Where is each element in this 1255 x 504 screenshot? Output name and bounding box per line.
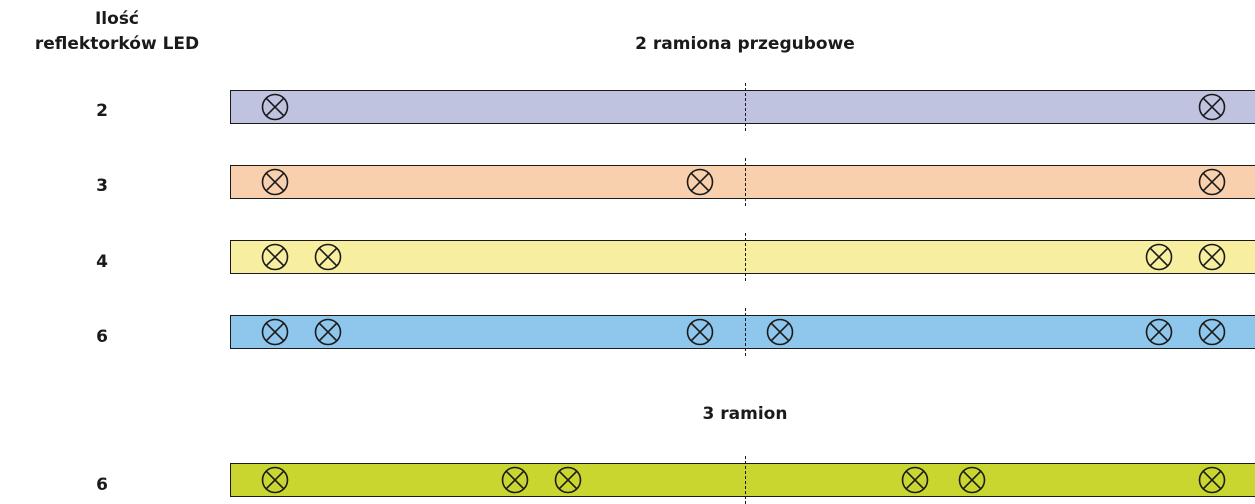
row-label-2: 3	[96, 176, 108, 196]
led-spotlight-icon	[554, 466, 582, 493]
led-spotlight-icon	[1198, 318, 1226, 345]
arm-bar-5	[230, 463, 1255, 497]
led-spotlight-icon	[1198, 93, 1226, 120]
arm-bar-3	[230, 240, 1255, 274]
led-spotlight-icon	[686, 168, 714, 195]
led-spotlight-icon	[261, 318, 289, 345]
arm-bar-4	[230, 315, 1255, 349]
led-spotlight-icon	[1145, 318, 1173, 345]
led-spotlight-icon	[958, 466, 986, 493]
led-spotlight-icon	[261, 93, 289, 120]
led-spotlight-icon	[261, 243, 289, 270]
section-title-3-arms: 3 ramion	[702, 404, 788, 424]
joint-divider-5	[745, 456, 746, 504]
row-label-5: 6	[96, 475, 108, 495]
joint-divider-4	[745, 308, 746, 356]
joint-divider-3	[745, 233, 746, 281]
led-spotlight-icon	[901, 466, 929, 493]
joint-divider-2	[745, 158, 746, 206]
section-title-2-arms: 2 ramiona przegubowe	[635, 34, 855, 54]
led-spotlight-icon	[1145, 243, 1173, 270]
joint-divider-1	[745, 83, 746, 131]
led-spotlight-icon	[261, 466, 289, 493]
led-spotlight-icon	[1198, 466, 1226, 493]
row-label-3: 4	[96, 252, 108, 272]
led-spotlight-icon	[1198, 243, 1226, 270]
led-spotlight-icon	[686, 318, 714, 345]
led-spotlight-icon	[314, 243, 342, 270]
led-spotlight-icon	[1198, 168, 1226, 195]
led-spotlight-icon	[261, 168, 289, 195]
led-spotlight-icon	[314, 318, 342, 345]
arm-bar-2	[230, 165, 1255, 199]
arm-bar-1	[230, 90, 1255, 124]
column-header-line2: reflektorków LED	[34, 34, 200, 54]
led-spotlight-icon	[501, 466, 529, 493]
row-label-1: 2	[96, 101, 108, 121]
led-spotlight-icon	[766, 318, 794, 345]
column-header: Ilość reflektorków LED	[22, 7, 212, 57]
row-label-4: 6	[96, 327, 108, 347]
column-header-line1: Ilość	[94, 9, 140, 29]
